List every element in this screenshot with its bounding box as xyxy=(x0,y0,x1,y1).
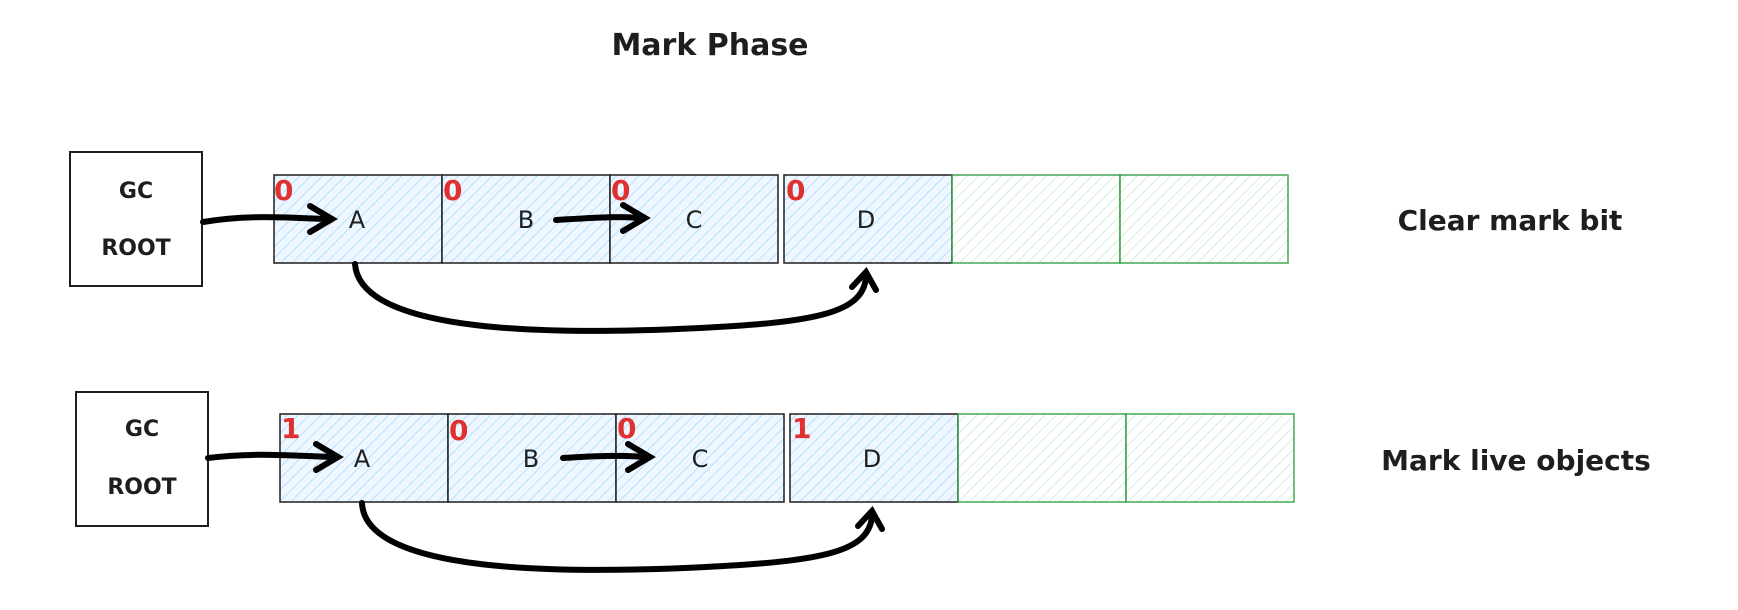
object-label-b: B xyxy=(518,206,534,234)
heap-cell-free xyxy=(1119,174,1289,264)
object-label-d: D xyxy=(863,445,881,473)
heap-cell-free xyxy=(957,413,1127,503)
arrow-b-to-c xyxy=(553,202,651,234)
heap-cell-d xyxy=(789,413,959,503)
gc-root-box xyxy=(69,151,203,287)
row-mark-live-objects: GC ROOT 1 0 0 1 A B C D Mark live xyxy=(75,391,1651,573)
heap-cell-free xyxy=(1125,413,1295,503)
gc-root-label-bottom: ROOT xyxy=(107,475,176,500)
object-label-c: C xyxy=(692,445,709,473)
mark-bit-d: 1 xyxy=(792,412,811,445)
arrow-b-to-c xyxy=(560,441,656,473)
mark-bit-c: 0 xyxy=(611,174,630,207)
arrow-root-to-a xyxy=(200,203,338,235)
object-label-c: C xyxy=(686,206,703,234)
gc-root-box xyxy=(75,391,209,527)
arrow-root-to-a xyxy=(205,441,344,473)
diagram-title: Mark Phase xyxy=(611,28,808,63)
gc-root-label-top: GC xyxy=(119,179,153,204)
arrow-a-to-d xyxy=(359,500,885,573)
mark-bit-c: 0 xyxy=(617,412,636,445)
arrow-a-to-d xyxy=(352,261,879,334)
mark-bit-d: 0 xyxy=(786,174,805,207)
mark-bit-b: 0 xyxy=(443,174,462,207)
row-caption: Mark live objects xyxy=(1381,444,1651,477)
heap-cell-free xyxy=(951,174,1121,264)
object-label-a: A xyxy=(354,445,371,473)
heap-cell-d xyxy=(783,174,953,264)
object-label-a: A xyxy=(349,206,366,234)
object-label-d: D xyxy=(857,206,875,234)
mark-bit-b: 0 xyxy=(449,414,468,447)
mark-bit-a: 0 xyxy=(274,174,293,207)
mark-bit-a: 1 xyxy=(281,412,300,445)
gc-root-label-bottom: ROOT xyxy=(101,236,170,261)
row-clear-mark-bit: GC ROOT 0 0 0 0 A B C D Clear mar xyxy=(69,151,1623,334)
row-caption: Clear mark bit xyxy=(1398,204,1623,237)
object-label-b: B xyxy=(523,445,539,473)
gc-root-label-top: GC xyxy=(125,417,159,442)
